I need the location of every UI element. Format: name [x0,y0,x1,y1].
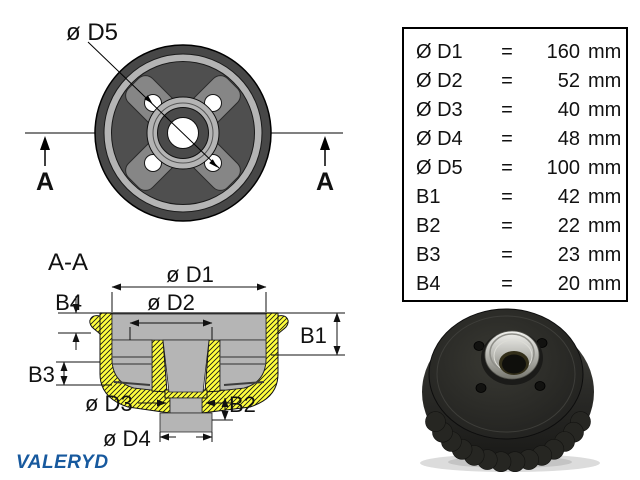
dim-label: B1 [416,185,441,208]
b1-label: B1 [300,323,327,348]
section-gray-surfaces [100,312,278,433]
b4-label: B4 [55,290,82,315]
dim-label: Ø D3 [416,98,463,121]
dim-unit: mm [588,214,622,237]
front-view-drawing: ø D5 A A [25,19,343,222]
d5-dimension-label: ø D5 [66,19,118,46]
d1-label: ø D1 [166,262,214,287]
equals-sign: = [501,127,513,150]
table-row: B3 = 23 mm [404,240,626,269]
valeryd-logo: VALERYD [16,452,109,473]
table-row: Ø D5 = 100 mm [404,153,626,182]
table-row: Ø D4 = 48 mm [404,124,626,153]
dim-label: Ø D1 [416,40,463,63]
dim-value: 23 [557,243,580,266]
table-row: Ø D2 = 52 mm [404,66,626,95]
equals-sign: = [501,156,513,179]
equals-sign: = [501,272,513,295]
b2-label: B2 [229,392,256,417]
section-view-drawing: A-A [28,249,345,451]
dim-value: 42 [557,185,580,208]
dimension-table: Ø D1 = 160 mm Ø D2 = 52 mm Ø D3 = 40 mm … [402,27,628,302]
photo-bolt-holes [473,338,548,393]
dim-unit: mm [588,40,622,63]
d2-label: ø D2 [147,290,195,315]
dim-value: 48 [557,127,580,150]
table-row: Ø D3 = 40 mm [404,95,626,124]
table-row: B2 = 22 mm [404,211,626,240]
section-marker-left: A [36,136,54,196]
photo-hub-bearing [481,330,543,385]
d4-label: ø D4 [103,426,151,451]
dim-unit: mm [588,156,622,179]
table-row: B4 = 20 mm [404,269,626,298]
table-row: Ø D1 = 160 mm [404,37,626,66]
dim-value: 20 [557,272,580,295]
drum-ribs [425,411,591,472]
section-dimensions [56,283,345,442]
dim-label: B2 [416,214,441,237]
equals-sign: = [501,69,513,92]
dim-unit: mm [588,69,622,92]
equals-sign: = [501,214,513,237]
dim-label: Ø D5 [416,156,463,179]
d3-label: ø D3 [85,391,133,416]
dim-label: B3 [416,243,441,266]
table-row: B1 = 42 mm [404,182,626,211]
dim-label: Ø D4 [416,127,463,150]
section-marker-right-label: A [316,168,334,196]
dim-value: 52 [557,69,580,92]
product-photo [420,308,600,472]
dim-value: 160 [546,40,580,63]
dim-label: B4 [416,272,441,295]
section-marker-left-label: A [36,168,54,196]
dim-value: 100 [546,156,580,179]
section-title: A-A [48,249,88,276]
dim-label: Ø D2 [416,69,463,92]
section-marker-right: A [316,136,334,196]
dim-unit: mm [588,272,622,295]
dim-unit: mm [588,98,622,121]
equals-sign: = [501,243,513,266]
dim-unit: mm [588,127,622,150]
section-cut-material [89,312,289,414]
dim-unit: mm [588,243,622,266]
equals-sign: = [501,40,513,63]
equals-sign: = [501,185,513,208]
b3-label: B3 [28,362,55,387]
dim-unit: mm [588,185,622,208]
equals-sign: = [501,98,513,121]
dim-value: 40 [557,98,580,121]
dim-value: 22 [557,214,580,237]
d5-leader-line [87,41,220,169]
